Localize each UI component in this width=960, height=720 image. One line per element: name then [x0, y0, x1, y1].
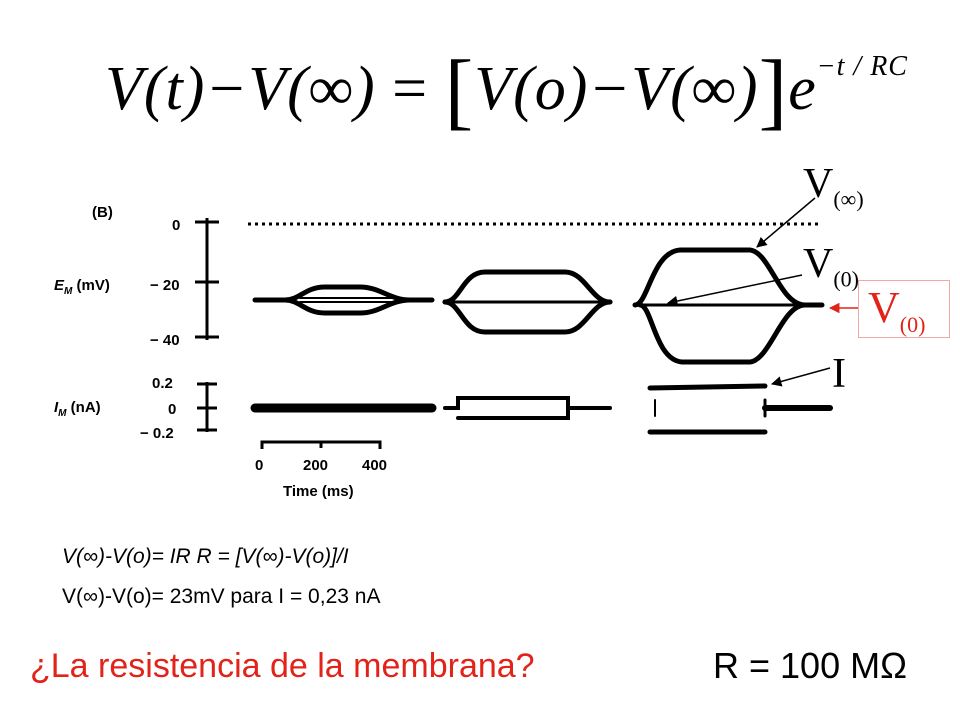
em-label-unit: (mV)	[72, 277, 110, 294]
v0-arrow	[666, 274, 803, 307]
im-tick-neg02: − 0.2	[140, 425, 174, 442]
em-label-letter: E	[54, 277, 65, 294]
im-tick-0: 0	[168, 401, 176, 418]
equation-exponent: −t / RC	[816, 51, 908, 82]
formula-line-2: V(∞)-V(o)= 23mV para I = 0,23 nA	[62, 585, 381, 608]
current-label: I	[832, 351, 846, 397]
time-constant-equation: V(t)−V(∞) = [V(o)−V(∞)]e−t / RC	[105, 40, 908, 140]
em-axis-label: EM (mV)	[54, 277, 110, 297]
time-tick-200: 200	[303, 457, 328, 474]
v0-label: V(0)	[803, 241, 859, 292]
equation-exp-base: e	[788, 55, 817, 123]
time-axis-label: Time (ms)	[283, 483, 354, 500]
im-tick-02: 0.2	[152, 375, 173, 392]
im-axis-label: IM (nA)	[54, 399, 101, 419]
im-traces	[250, 383, 833, 435]
v-inf-arrow	[756, 197, 816, 248]
equation-open-bracket: [	[444, 42, 475, 138]
im-label-unit: (nA)	[67, 399, 101, 416]
time-tick-400: 400	[362, 457, 387, 474]
time-scale-bar	[260, 440, 382, 449]
em-traces	[252, 247, 825, 365]
im-label-sub: M	[58, 408, 67, 419]
em-tick-0: 0	[172, 217, 180, 234]
em-tick-20: − 20	[150, 277, 180, 294]
em-scale-bar	[195, 218, 219, 340]
equation-equals: =	[375, 55, 445, 123]
question-text: ¿La resistencia de la membrana?	[30, 647, 535, 685]
answer-text: R = 100 MΩ	[713, 645, 907, 686]
time-tick-0: 0	[255, 457, 263, 474]
im-scale-bar	[197, 382, 217, 432]
equation-inner: V(o)−V(∞)	[474, 55, 759, 123]
equation-close-bracket: ]	[758, 42, 789, 138]
formula-line-1: V(∞)-V(o)= IR R = [V(∞)-V(o)]/I	[62, 545, 349, 568]
v-inf-label: V(∞)	[803, 161, 864, 212]
v0-red-label: V(0)	[868, 283, 926, 337]
panel-label: (B)	[92, 204, 113, 221]
current-arrow	[770, 367, 831, 387]
im-label-letter: I	[54, 399, 59, 416]
em-label-sub: M	[64, 286, 73, 297]
em-tick-40: − 40	[150, 332, 180, 349]
equation-lhs: V(t)−V(∞)	[105, 55, 376, 123]
v0-red-box	[858, 280, 950, 338]
